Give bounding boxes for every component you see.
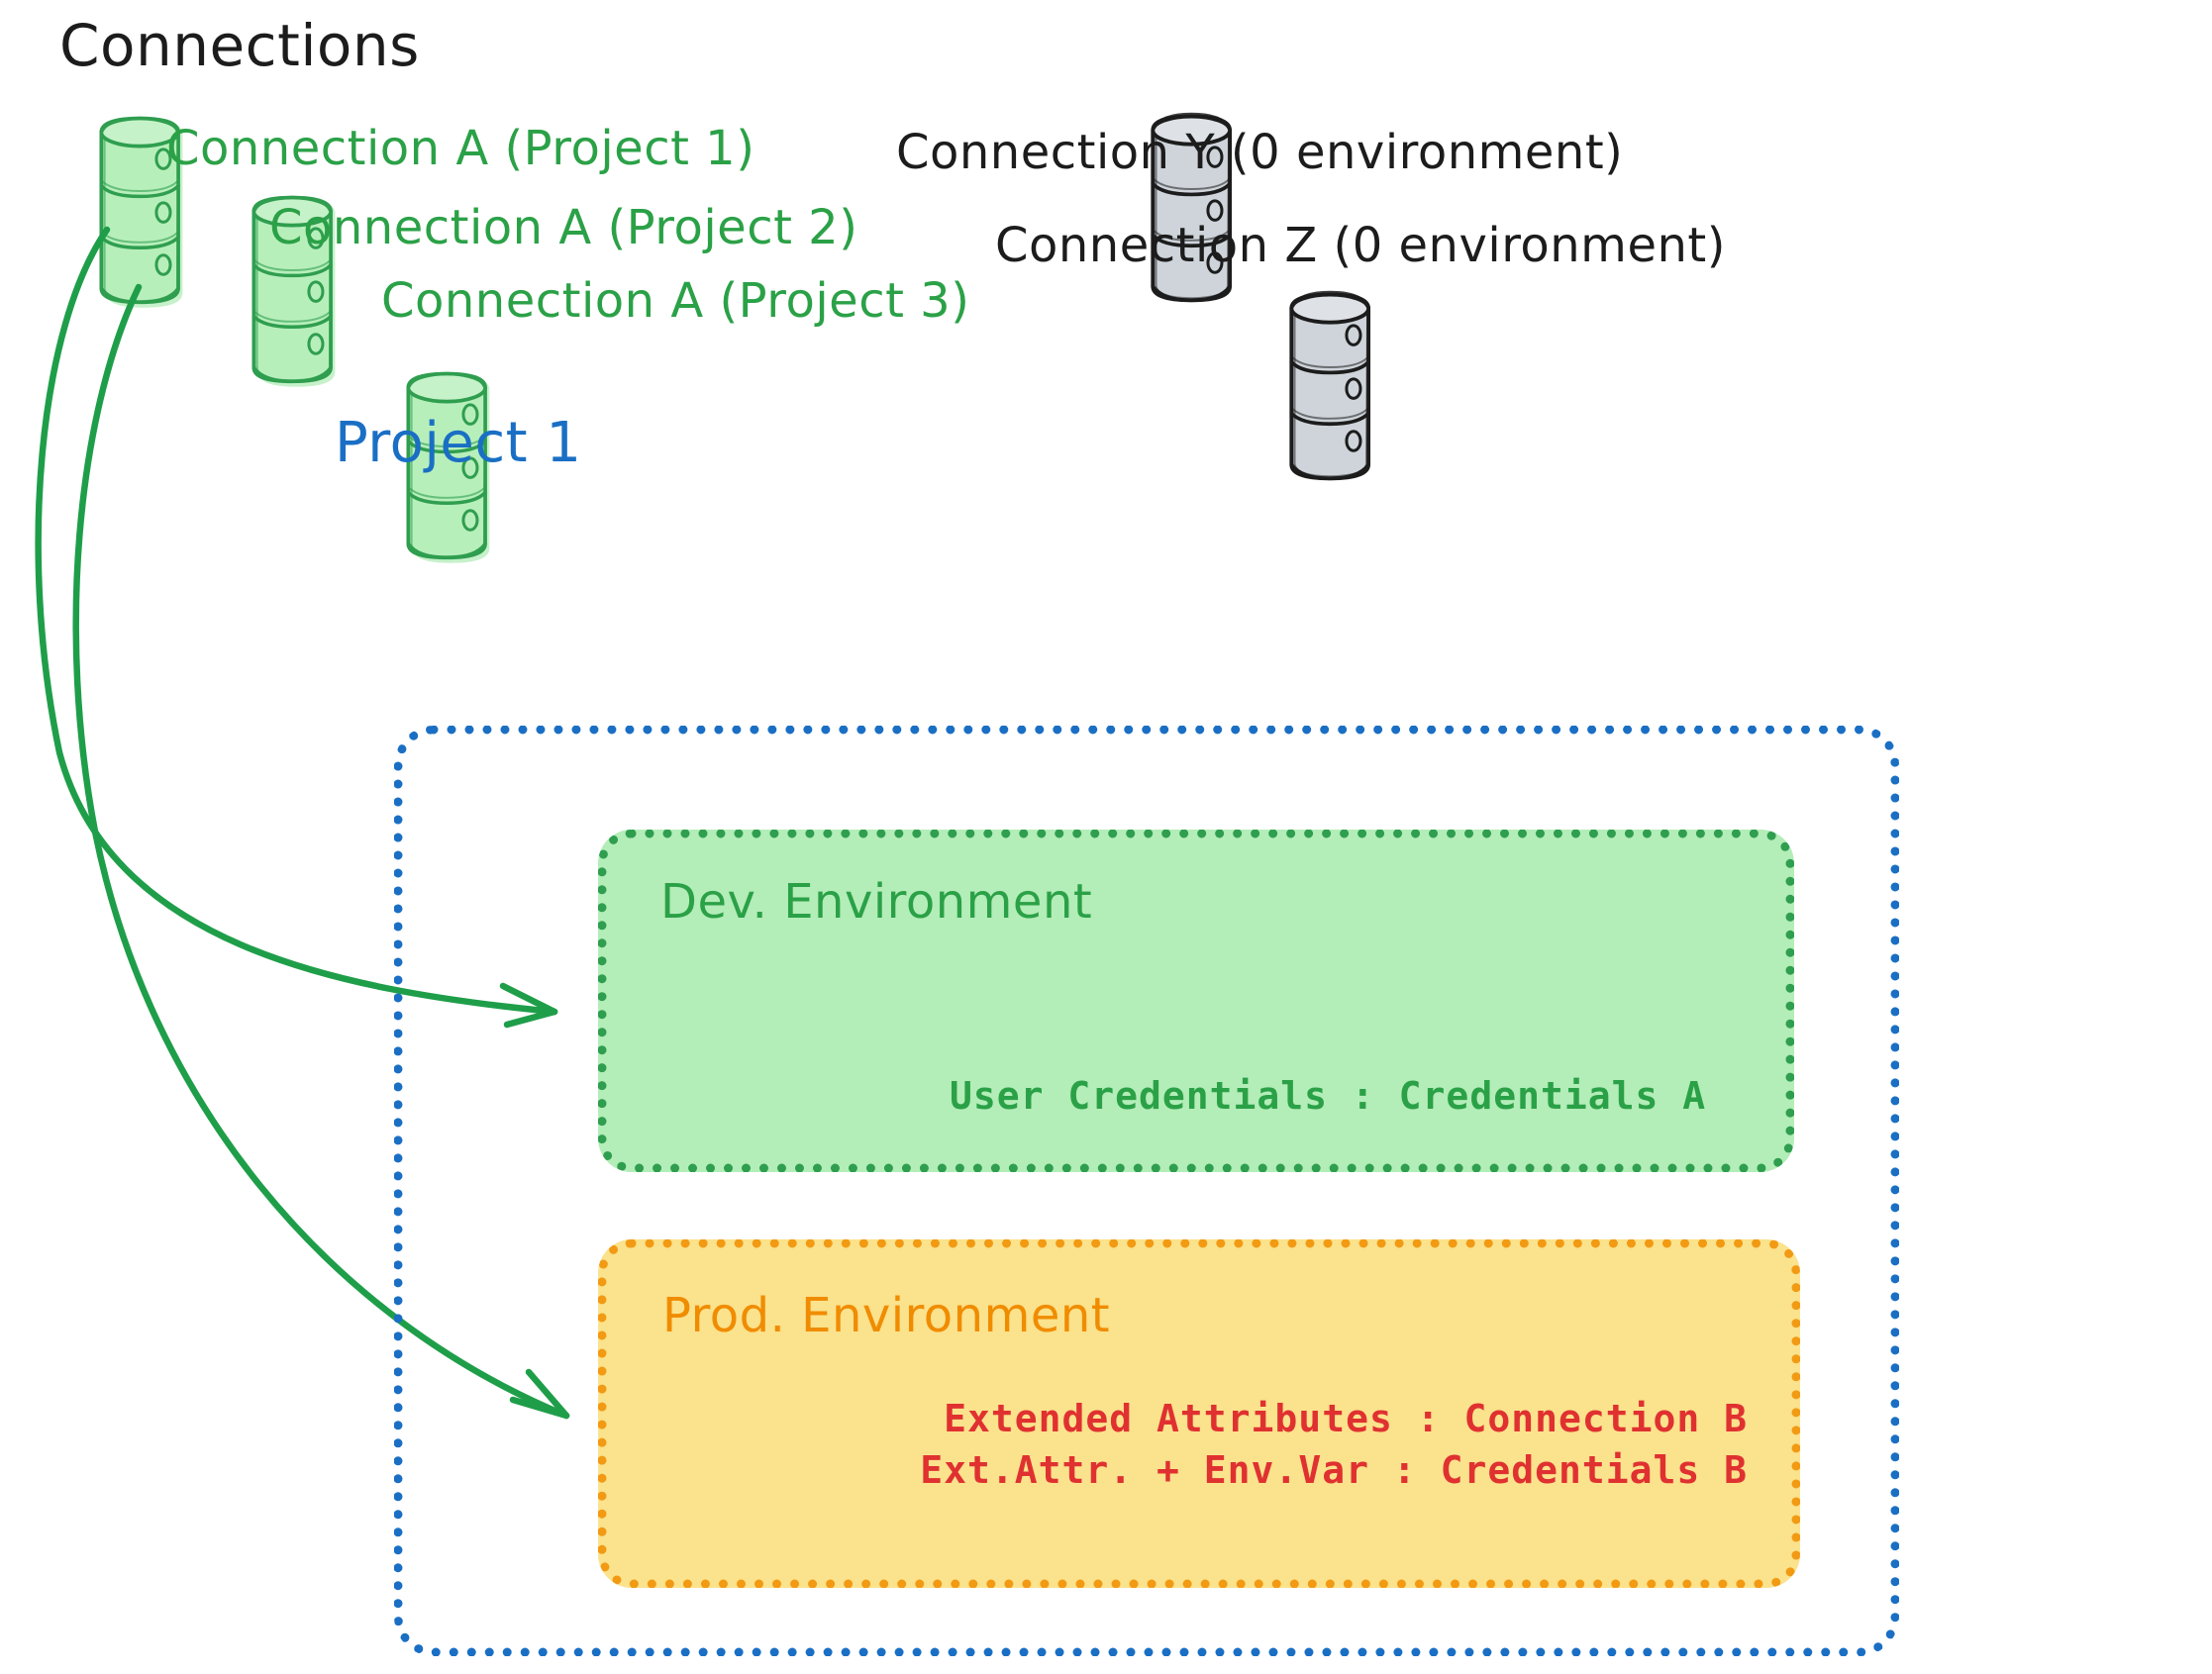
page-title: Connections: [59, 12, 420, 79]
connection-label-y: Connection Y (0 environment): [896, 125, 1624, 180]
connection-label-a-project-3: Connection A (Project 3): [381, 273, 970, 329]
connection-label-a-project-2: Connection A (Project 2): [269, 200, 858, 255]
dev-environment-box: Dev. Environment User Credentials : Cred…: [598, 830, 1794, 1172]
prod-environment-box: Prod. Environment Extended Attributes : …: [598, 1239, 1800, 1588]
project-container-box: [394, 726, 1899, 1656]
prod-environment-env-var-line: Ext.Attr. + Env.Var : Credentials B: [920, 1448, 1748, 1492]
connection-label-z: Connection Z (0 environment): [995, 218, 1726, 273]
database-cylinder-icon-connection-z: [1289, 290, 1371, 481]
connection-label-a-project-1: Connection A (Project 1): [166, 121, 755, 176]
dev-environment-credentials-line: User Credentials : Credentials A: [950, 1074, 1707, 1118]
prod-environment-extended-attributes-line: Extended Attributes : Connection B: [944, 1397, 1748, 1440]
dev-environment-title: Dev. Environment: [660, 874, 1093, 930]
project-title: Project 1: [335, 411, 582, 475]
prod-environment-title: Prod. Environment: [662, 1288, 1111, 1343]
